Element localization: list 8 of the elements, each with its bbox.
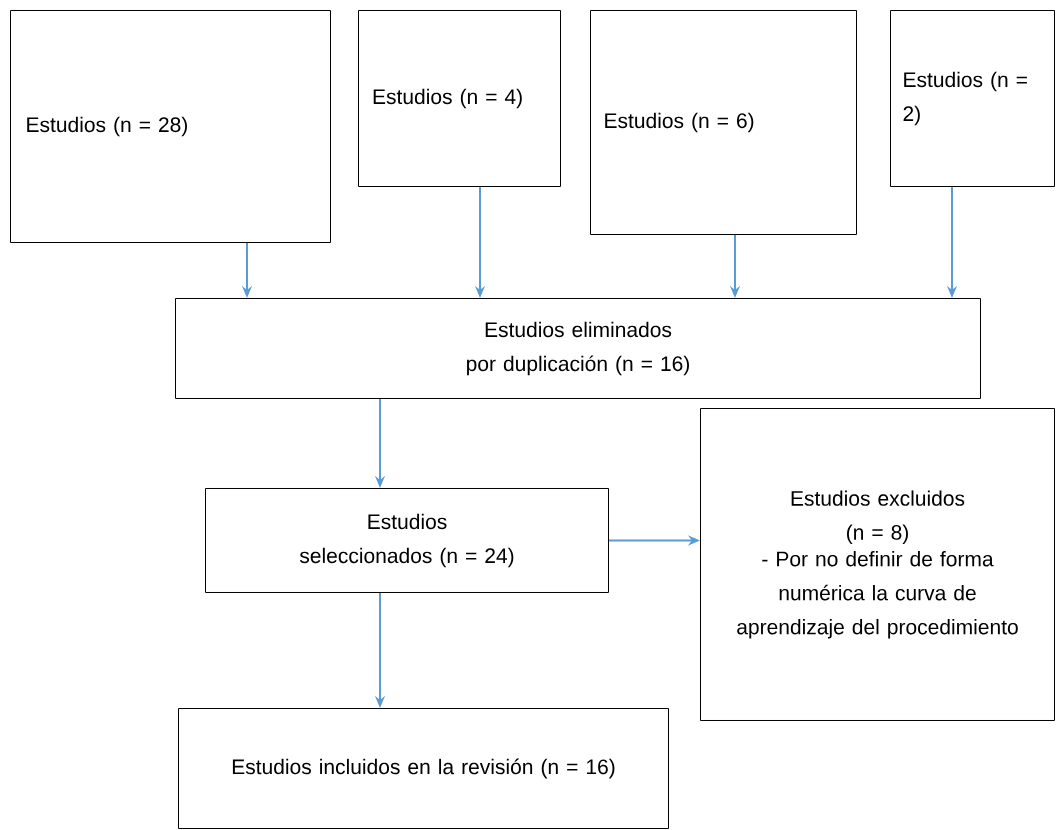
process-box: Estudios seleccionados (n = 24) [205,488,609,593]
process-box: Estudios (n = 6) [590,10,857,235]
process-box: Estudios (n = 2) [890,10,1055,187]
process-box: Estudios incluidos en la revisión (n = 16) [178,708,669,829]
process-box: Estudios eliminados por duplicación (n = 16) [175,298,981,399]
process-box: Estudios (n = 4) [358,10,561,187]
process-box: Estudios (n = 28) [10,10,331,243]
process-box: Estudios excluidos (n = 8) - Por no definir de forma numérica la curva de aprendizaje del procedimiento [700,408,1055,721]
